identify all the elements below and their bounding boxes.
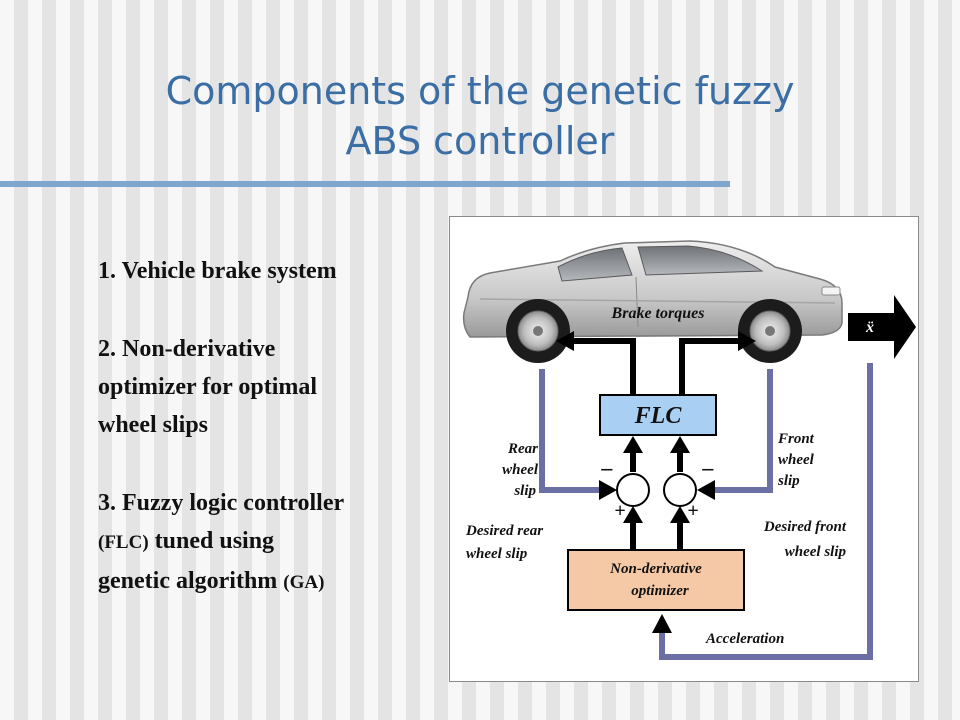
front-slip-label-2: wheel — [778, 452, 815, 468]
acceleration-label: Acceleration — [705, 631, 784, 647]
desired-rear-label-2: wheel slip — [466, 546, 528, 562]
list-item-2-line-3: wheel slips — [98, 412, 209, 438]
front-slip-label-3: slip — [777, 473, 800, 489]
car-illustration — [462, 240, 843, 363]
car-window-rear — [557, 247, 633, 282]
list-item-3-line-3: genetic algorithm (GA) — [98, 562, 438, 602]
front-wheel — [738, 299, 802, 363]
title-line-2: ABS controller — [345, 119, 615, 163]
brake-torques-label: Brake torques — [611, 305, 705, 322]
car-window-front — [637, 245, 764, 276]
diagram-panel: Brake torques ẍ FLC – – + + — [449, 216, 919, 682]
flc-abbrev: (FLC) — [98, 532, 149, 553]
desired-front-label-2: wheel slip — [785, 544, 847, 560]
car-headlight — [821, 286, 841, 296]
car-door-line — [635, 276, 639, 328]
plus-sign-right: + — [687, 500, 698, 522]
list-item-2-line-1: 2. Non-derivative — [98, 336, 276, 362]
list-item-3-line-1: 3. Fuzzy logic controller — [98, 490, 345, 516]
abs-diagram: Brake torques ẍ FLC – – + + — [462, 240, 916, 660]
front-slip-arrowhead — [697, 480, 715, 500]
wheel-slip-feedback — [539, 369, 773, 493]
ga-abbrev: (GA) — [283, 572, 325, 593]
rear-wheel — [506, 299, 570, 363]
flc-label: FLC — [634, 403, 683, 429]
acceleration-feedback — [652, 363, 873, 660]
torque-arrowhead-rear — [556, 331, 574, 351]
desired-rear-label-1: Desired rear — [465, 523, 543, 539]
list-item-2: 2. Non-derivative optimizer for optimal … — [98, 330, 438, 444]
list-item-3: 3. Fuzzy logic controller (FLC) tuned us… — [98, 484, 438, 602]
junction-to-flc-arrows — [623, 436, 690, 472]
component-list: 1. Vehicle brake system 2. Non-derivativ… — [98, 252, 438, 642]
list-item-3-line-3-main: genetic algorithm — [98, 568, 284, 594]
optimizer-label-line-1: Non-derivative — [609, 561, 702, 577]
optimizer-to-junction-arrows — [623, 506, 690, 553]
list-item-1-text: 1. Vehicle brake system — [98, 258, 337, 284]
list-item-1: 1. Vehicle brake system — [98, 252, 438, 290]
front-slip-label-1: Front — [777, 431, 815, 447]
optimizer-box — [567, 549, 745, 611]
rear-slip-label-1: Rear — [507, 441, 538, 457]
title-line-1: Components of the genetic fuzzy — [165, 69, 795, 113]
list-item-3-line-2: (FLC) tuned using — [98, 522, 438, 562]
desired-front-label-1: Desired front — [763, 519, 847, 535]
list-item-3-line-2-rest: tuned using — [148, 528, 275, 554]
list-item-2-line-2: optimizer for optimal — [98, 374, 318, 400]
flc-box — [599, 394, 717, 436]
rear-slip-label-3: slip — [513, 483, 536, 499]
plus-sign-left: + — [614, 500, 625, 522]
slide-title: Components of the genetic fuzzy ABS cont… — [0, 66, 960, 166]
torque-arrowhead-front — [738, 331, 756, 351]
minus-sign-left: – — [601, 455, 613, 480]
acceleration-output-arrow — [848, 295, 916, 359]
optimizer-label-line-2: optimizer — [631, 583, 689, 599]
x-ddot-label: ẍ — [865, 319, 874, 336]
torque-arrows — [570, 338, 742, 395]
rear-slip-label-2: wheel — [502, 462, 539, 478]
title-underline — [0, 181, 730, 187]
minus-sign-right: – — [702, 455, 714, 480]
rear-slip-arrowhead — [599, 480, 617, 500]
